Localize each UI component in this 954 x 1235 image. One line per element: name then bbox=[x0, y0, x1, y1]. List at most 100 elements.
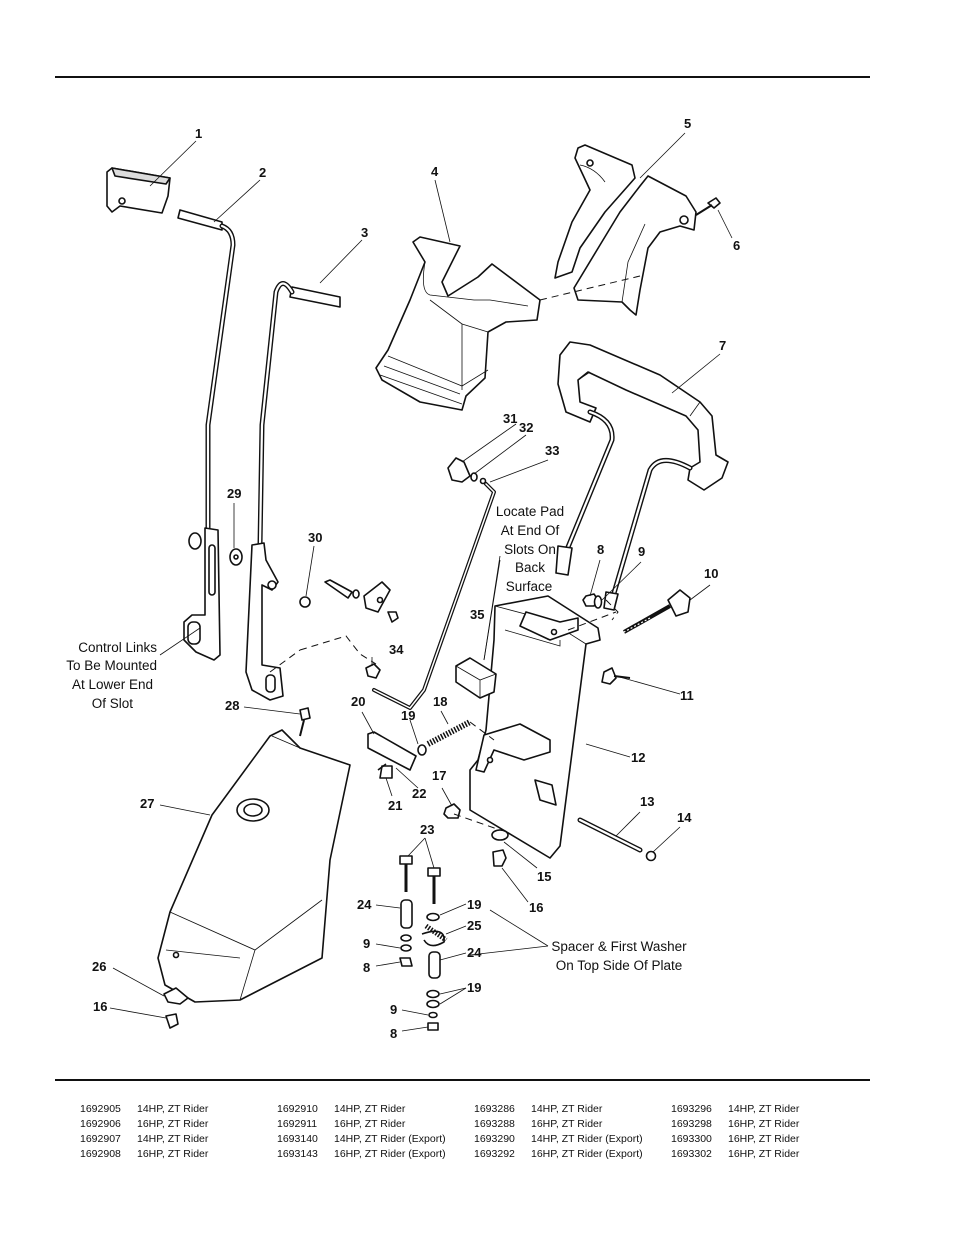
callout-11: 11 bbox=[680, 688, 694, 703]
part-28-screw bbox=[299, 707, 311, 737]
callout-33: 33 bbox=[545, 443, 559, 458]
callout-29: 29 bbox=[227, 486, 241, 501]
model-row: 1692911 16HP, ZT Rider bbox=[277, 1117, 446, 1132]
callout-24b: 24 bbox=[467, 945, 482, 960]
callout-18: 18 bbox=[433, 694, 447, 709]
callout-5: 5 bbox=[684, 116, 691, 131]
callout-32: 32 bbox=[519, 420, 533, 435]
callout-10: 10 bbox=[704, 566, 718, 581]
callout-15: 15 bbox=[537, 869, 551, 884]
part-11-screw bbox=[601, 667, 631, 685]
part-8-9-nut-washer-upper bbox=[582, 593, 619, 621]
model-row: 1692906 16HP, ZT Rider bbox=[80, 1117, 208, 1132]
callout-19b: 19 bbox=[467, 897, 481, 912]
model-number: 1693292 bbox=[474, 1148, 515, 1160]
model-number: 1692907 bbox=[80, 1133, 121, 1145]
model-number: 1693296 bbox=[671, 1103, 712, 1115]
note-line: Locate Pad bbox=[496, 504, 564, 519]
note-line: To Be Mounted bbox=[66, 658, 157, 673]
part-13-pin bbox=[577, 817, 657, 862]
model-desc: 14HP, ZT Rider bbox=[728, 1103, 800, 1115]
part-30-washer bbox=[299, 579, 399, 623]
model-column-4: 1693296 14HP, ZT Rider 1693298 16HP, ZT Ri… bbox=[671, 1102, 799, 1162]
part-35-pad bbox=[455, 657, 497, 699]
model-number: 1693300 bbox=[671, 1133, 712, 1145]
part-17-nut bbox=[443, 803, 501, 831]
callout-7: 7 bbox=[719, 338, 726, 353]
model-number: 1693288 bbox=[474, 1118, 515, 1130]
model-number: 1692911 bbox=[277, 1118, 318, 1130]
model-row: 1692907 14HP, ZT Rider bbox=[80, 1132, 208, 1147]
note-line: On Top Side Of Plate bbox=[556, 958, 683, 973]
model-desc: 14HP, ZT Rider bbox=[531, 1103, 603, 1115]
model-desc: 16HP, ZT Rider (Export) bbox=[334, 1148, 446, 1160]
callout-2: 2 bbox=[259, 165, 266, 180]
callout-27: 27 bbox=[140, 796, 154, 811]
part-23-bolts bbox=[399, 855, 441, 904]
note-spacer: Spacer & First Washer On Top Side Of Pla… bbox=[551, 939, 687, 973]
part-29-washer bbox=[229, 548, 243, 566]
model-desc: 14HP, ZT Rider bbox=[137, 1103, 209, 1115]
model-row: 1693143 16HP, ZT Rider (Export) bbox=[277, 1147, 446, 1162]
model-desc: 16HP, ZT Rider bbox=[728, 1118, 800, 1130]
callout-25: 25 bbox=[467, 918, 481, 933]
bottom-rule bbox=[55, 1079, 870, 1081]
part-15-16-washer-bolt bbox=[491, 829, 509, 867]
callout-16: 16 bbox=[529, 900, 543, 915]
model-number: 1693290 bbox=[474, 1133, 515, 1145]
model-desc: 14HP, ZT Rider bbox=[137, 1133, 209, 1145]
callout-13: 13 bbox=[640, 794, 654, 809]
callout-17: 17 bbox=[432, 768, 446, 783]
model-row: 1693296 14HP, ZT Rider bbox=[671, 1102, 799, 1117]
callout-3: 3 bbox=[361, 225, 368, 240]
callout-26: 26 bbox=[92, 959, 106, 974]
note-line: At Lower End bbox=[72, 677, 153, 692]
leader-lines bbox=[109, 132, 733, 1032]
callout-8c: 8 bbox=[390, 1026, 397, 1041]
part-4-console-shroud bbox=[375, 236, 541, 411]
exploded-parts-diagram: 1 2 3 4 5 6 7 8 9 10 11 12 13 14 15 16 1… bbox=[66, 116, 740, 1041]
model-number: 1693298 bbox=[671, 1118, 712, 1130]
callout-24: 24 bbox=[357, 897, 372, 912]
callout-9b: 9 bbox=[363, 936, 370, 951]
model-desc: 16HP, ZT Rider bbox=[137, 1148, 209, 1160]
note-line: Of Slot bbox=[92, 696, 134, 711]
callout-23: 23 bbox=[420, 822, 434, 837]
note-control-links: Control Links To Be Mounted At Lower End… bbox=[66, 640, 157, 711]
note-locate-pad: Locate Pad At End Of Slots On Back Surfa… bbox=[496, 504, 564, 594]
part-27-lower-cover bbox=[157, 729, 351, 1003]
callout-8b: 8 bbox=[363, 960, 370, 975]
model-number: 1693286 bbox=[474, 1103, 515, 1115]
callout-6: 6 bbox=[733, 238, 740, 253]
model-row: 1693286 14HP, ZT Rider bbox=[474, 1102, 643, 1117]
model-desc: 16HP, ZT Rider bbox=[137, 1118, 209, 1130]
callout-35: 35 bbox=[470, 607, 484, 622]
model-number: 1693143 bbox=[277, 1148, 318, 1160]
part-12-console-frame bbox=[469, 595, 617, 859]
model-desc: 16HP, ZT Rider (Export) bbox=[531, 1148, 643, 1160]
note-line: Back bbox=[515, 560, 545, 575]
part-34-nut bbox=[269, 635, 381, 679]
model-desc: 16HP, ZT Rider bbox=[334, 1118, 406, 1130]
model-number: 1692906 bbox=[80, 1118, 121, 1130]
callout-21: 21 bbox=[388, 798, 402, 813]
callout-1: 1 bbox=[195, 126, 202, 141]
callout-34: 34 bbox=[389, 642, 404, 657]
model-number: 1693140 bbox=[277, 1133, 318, 1145]
note-line: Control Links bbox=[78, 640, 157, 655]
part-2-control-rod bbox=[177, 209, 236, 661]
callout-14: 14 bbox=[677, 810, 692, 825]
model-row: 1693140 14HP, ZT Rider (Export) bbox=[277, 1132, 446, 1147]
note-line: Spacer & First Washer bbox=[551, 939, 687, 954]
part-3-control-rod bbox=[245, 281, 341, 701]
callout-28: 28 bbox=[225, 698, 239, 713]
callout-9: 9 bbox=[638, 544, 645, 559]
model-desc: 14HP, ZT Rider (Export) bbox=[334, 1133, 446, 1145]
